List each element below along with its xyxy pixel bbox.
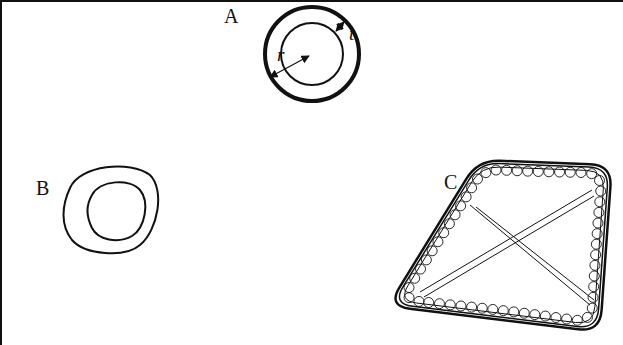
- radius-arrow: [270, 56, 309, 77]
- cell-bump: [491, 165, 501, 175]
- cell-bump: [590, 260, 600, 270]
- frame-line: [0, 0, 2, 345]
- inner-wall: [399, 164, 607, 327]
- cell-bump: [523, 166, 533, 176]
- thickness-arrow: [336, 22, 344, 31]
- cell-bump: [591, 239, 601, 249]
- cell-bump: [593, 218, 603, 228]
- outer-wall: [265, 7, 359, 101]
- cell-bump: [410, 273, 420, 283]
- cell-bump: [404, 283, 414, 293]
- cell-bump: [445, 300, 455, 310]
- cell-bump: [589, 282, 599, 292]
- cell-bump: [588, 292, 598, 302]
- cell-bump: [467, 302, 477, 312]
- cell-bump: [551, 313, 561, 323]
- cell-bump: [439, 228, 449, 238]
- outer-wall: [396, 161, 611, 330]
- cell-bump: [533, 166, 543, 176]
- cell-layer: [405, 167, 604, 323]
- cell-bump: [594, 207, 604, 217]
- cell-bump: [427, 246, 437, 256]
- cell-bump: [424, 298, 434, 308]
- section-letter: B: [36, 178, 49, 198]
- brace-strut: [470, 205, 590, 305]
- inner-wall: [88, 182, 146, 240]
- cell-bump: [481, 168, 491, 178]
- cell-bump: [589, 271, 599, 281]
- outer-wall: [64, 166, 159, 253]
- thickness-symbol: t: [349, 24, 354, 43]
- cell-bump: [502, 165, 512, 175]
- cell-bump: [450, 210, 460, 220]
- cell-bump: [582, 312, 592, 322]
- cell-bump: [456, 201, 466, 211]
- cell-bump: [433, 237, 443, 247]
- cell-bump: [555, 167, 565, 177]
- frame-line: [0, 0, 623, 2]
- cell-bump: [565, 167, 575, 177]
- cell-bump: [572, 315, 582, 325]
- cell-bump: [498, 306, 508, 316]
- cell-bump: [477, 303, 487, 313]
- cell-bump: [596, 186, 606, 196]
- section-letter: C: [444, 172, 457, 192]
- inner-wall: [281, 23, 343, 85]
- cell-bump: [416, 264, 426, 274]
- cell-bump: [444, 219, 454, 229]
- cell-bump: [472, 174, 482, 184]
- cell-bump: [467, 183, 477, 193]
- cell-bump: [540, 311, 550, 321]
- cell-bump: [404, 293, 414, 303]
- brace-strut: [476, 207, 594, 300]
- cell-bump: [456, 301, 466, 311]
- cell-bump: [488, 304, 498, 314]
- cell-bump: [530, 310, 540, 320]
- cell-bump: [591, 250, 601, 260]
- cell-bump: [576, 167, 586, 177]
- cell-bump: [461, 192, 471, 202]
- radius-symbol: r: [277, 45, 284, 64]
- cell-bump: [587, 303, 597, 313]
- cell-bump: [562, 314, 572, 324]
- cell-bump: [434, 299, 444, 309]
- section-letter: A: [224, 6, 238, 26]
- cell-bump: [592, 229, 602, 239]
- brace-strut: [420, 190, 592, 292]
- cell-bump: [595, 175, 605, 185]
- cell-bump: [595, 197, 605, 207]
- cell-bump: [509, 307, 519, 317]
- cell-bump: [544, 167, 554, 177]
- brace-strut: [424, 196, 594, 297]
- braced-section: [396, 161, 611, 330]
- cell-bump: [421, 255, 431, 265]
- cell-bump: [512, 166, 522, 176]
- cell-bump: [519, 308, 529, 318]
- cell-bump: [414, 296, 424, 306]
